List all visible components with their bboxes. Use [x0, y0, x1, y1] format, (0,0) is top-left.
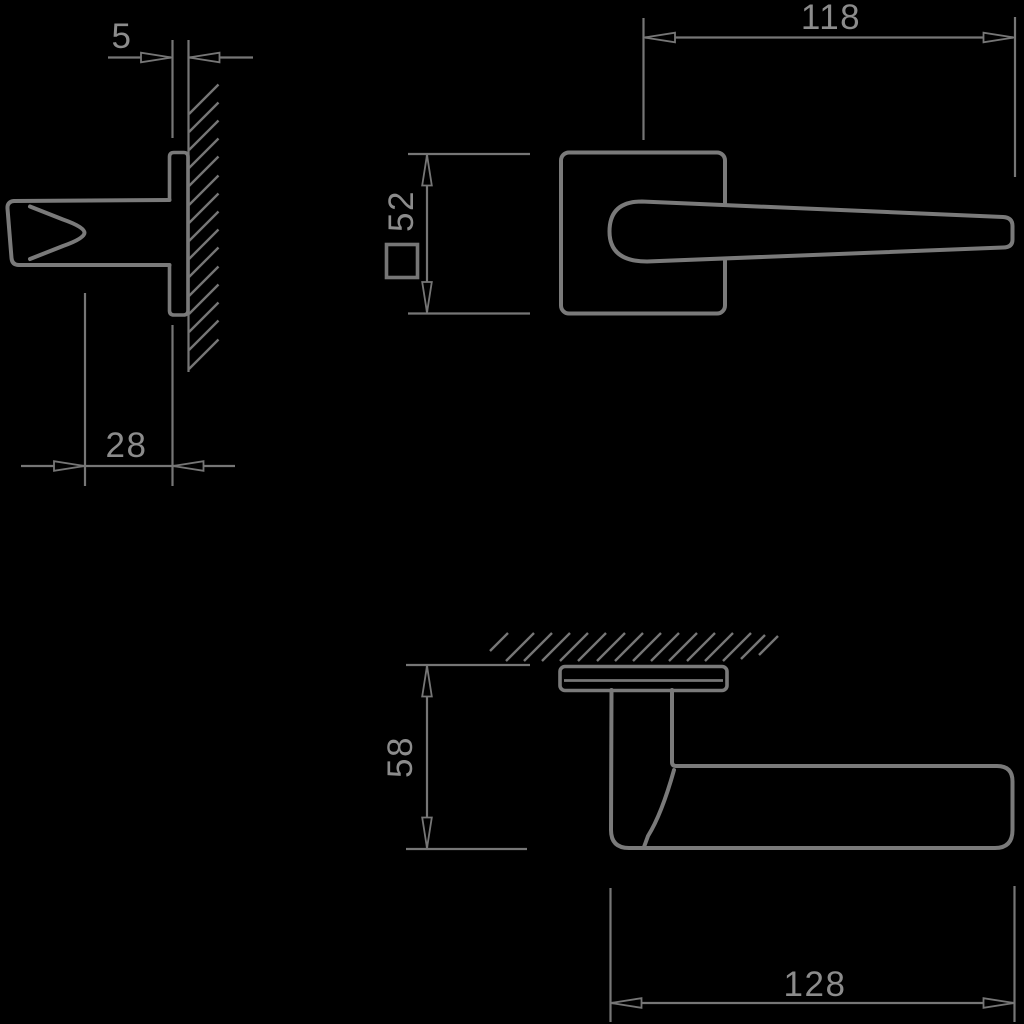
dimension-118: 118 [642, 0, 1017, 177]
dim-label-5: 5 [112, 17, 133, 56]
neck-fillet-curve [642, 768, 676, 849]
arrowhead [982, 997, 1015, 1009]
rose-plate-top [558, 664, 729, 693]
arrowhead [610, 997, 643, 1009]
door-hatch [489, 632, 779, 662]
dim-label-52: 52 [382, 190, 421, 232]
dimension-128: 128 [609, 886, 1016, 1022]
dim-label-128: 128 [784, 965, 847, 1004]
dim-label-28: 28 [106, 426, 148, 465]
wall-hatch [188, 83, 220, 370]
dim-label-58: 58 [381, 736, 420, 778]
arrowhead [53, 460, 85, 472]
lever-front [607, 199, 1015, 264]
arrowhead [172, 460, 205, 472]
arrowhead [421, 281, 433, 313]
dimension-28: 28 [21, 293, 235, 486]
arrowhead [140, 51, 172, 64]
lever-top-outline [609, 688, 1015, 850]
arrowhead [421, 154, 433, 187]
dimension-52: 52 [382, 152, 530, 315]
arrowhead [421, 816, 433, 849]
dim-label-118: 118 [801, 0, 861, 37]
arrowhead [421, 665, 433, 698]
side-profile-view: 5 28 [5, 17, 253, 486]
arrowhead [982, 31, 1015, 44]
lever-end-outline [5, 198, 172, 267]
top-view: 58 128 [381, 632, 1016, 1022]
front-view: 118 52 [382, 0, 1017, 316]
square-section-symbol [384, 242, 420, 280]
dimension-58: 58 [381, 663, 530, 851]
arrowhead [644, 31, 676, 44]
lever-grip-section [28, 204, 87, 261]
dimension-5: 5 [108, 17, 253, 138]
arrowhead [188, 51, 221, 64]
rose-plate-side [167, 150, 190, 317]
